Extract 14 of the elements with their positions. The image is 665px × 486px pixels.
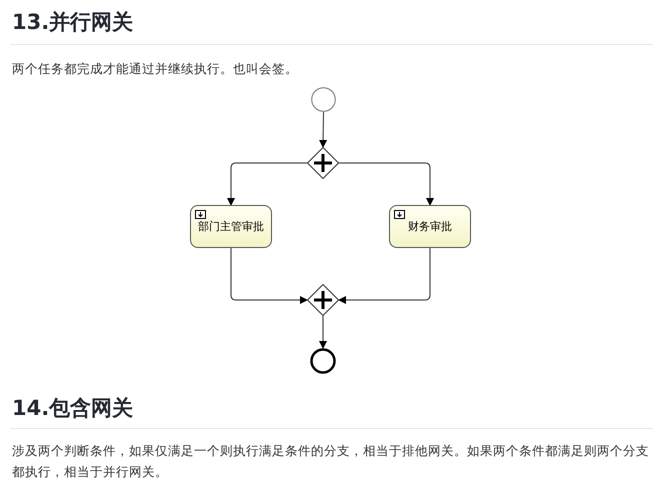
arrow	[338, 162, 434, 206]
paragraph: 两个任务都完成才能通过并继续执行。也叫会签。	[12, 60, 299, 78]
heading: 14.包含网关	[12, 395, 134, 422]
paragraph: 涉及两个判断条件，如果仅满足一个则执行满足条件的分支，相当于排他网关。如果两个条件都满足则两个分支都执行，相当于并行网关。	[12, 442, 650, 481]
arrow	[227, 162, 308, 206]
task-box	[190, 205, 272, 248]
task-box	[389, 205, 471, 248]
arrow	[230, 248, 308, 304]
heading: 13.并行网关	[12, 9, 134, 36]
task-label: 财务审批	[408, 219, 452, 234]
arrow	[319, 112, 328, 148]
task-label: 部门主管审批	[198, 219, 264, 234]
arrow	[338, 248, 430, 304]
arrow	[319, 316, 327, 349]
